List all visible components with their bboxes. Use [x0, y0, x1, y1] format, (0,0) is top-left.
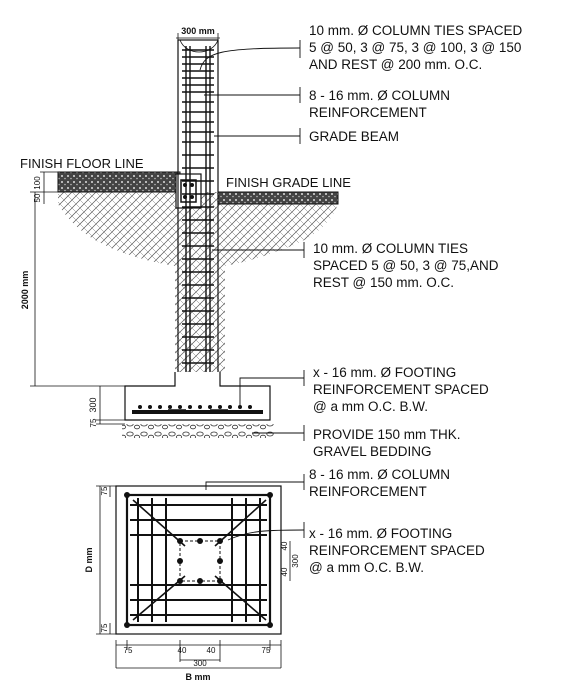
footing: [124, 372, 271, 421]
finish-floor-line: FINISH FLOOR LINE: [20, 156, 144, 171]
note-column-reinf-top: 8 - 16 mm. Ø COLUMN REINFORCEMENT: [309, 88, 451, 120]
note-footing-reinf-plan: x - 16 mm. Ø FOOTING REINFORCEMENT SPACE…: [309, 526, 485, 575]
soil-hatch: [58, 192, 338, 372]
leaders-elevation: [199, 40, 305, 441]
leaders-plan: [205, 474, 305, 541]
column-width-dim: 300 mm: [181, 26, 215, 36]
note-grade-beam: GRADE BEAM: [309, 129, 400, 144]
height-dim: 2000 mm: [20, 271, 30, 310]
plan-edge-cover-top: 75: [100, 486, 109, 495]
footing-plan: [115, 485, 282, 635]
floor-slab: [57, 171, 339, 205]
plan-bottom-dim-2: 40: [178, 646, 187, 655]
plan-dimensions: [96, 485, 291, 669]
plan-side-dim-3: 40: [280, 567, 289, 576]
plan-bottom-dim-3: 40: [207, 646, 216, 655]
gravel-bedding: [122, 424, 274, 438]
slab-dim-1: 50: [33, 193, 42, 202]
plan-breadth: B mm: [185, 672, 210, 682]
plan-depth: D mm: [84, 547, 94, 572]
note-column-ties-top: 10 mm. Ø COLUMN TIES SPACED 5 @ 50, 3 @ …: [309, 23, 523, 72]
footing-dim-1: 300: [88, 397, 98, 412]
plan-bottom-dim-4: 75: [262, 646, 271, 655]
finish-grade-line: FINISH GRADE LINE: [226, 175, 351, 190]
plan-column-dim: 300: [193, 659, 207, 668]
note-footing-reinf-elev: x - 16 mm. Ø FOOTING REINFORCEMENT SPACE…: [313, 365, 489, 414]
plan-bottom-dim-1: 75: [124, 646, 133, 655]
footing-dim-2: 75: [89, 418, 98, 427]
grade-beam: [175, 173, 202, 209]
note-column-ties-mid: 10 mm. Ø COLUMN TIES SPACED 5 @ 50, 3 @ …: [313, 241, 499, 290]
plan-side-dim-2: 300: [291, 554, 300, 568]
plan-edge-cover-bottom: 75: [100, 623, 109, 632]
note-column-reinf-plan: 8 - 16 mm. Ø COLUMN REINFORCEMENT: [309, 467, 451, 499]
slab-dim-2: 100: [33, 176, 42, 190]
note-gravel: PROVIDE 150 mm THK. GRAVEL BEDDING: [313, 427, 461, 459]
plan-side-dim-1: 40: [280, 541, 289, 550]
elevation-dimensions: [30, 33, 220, 425]
